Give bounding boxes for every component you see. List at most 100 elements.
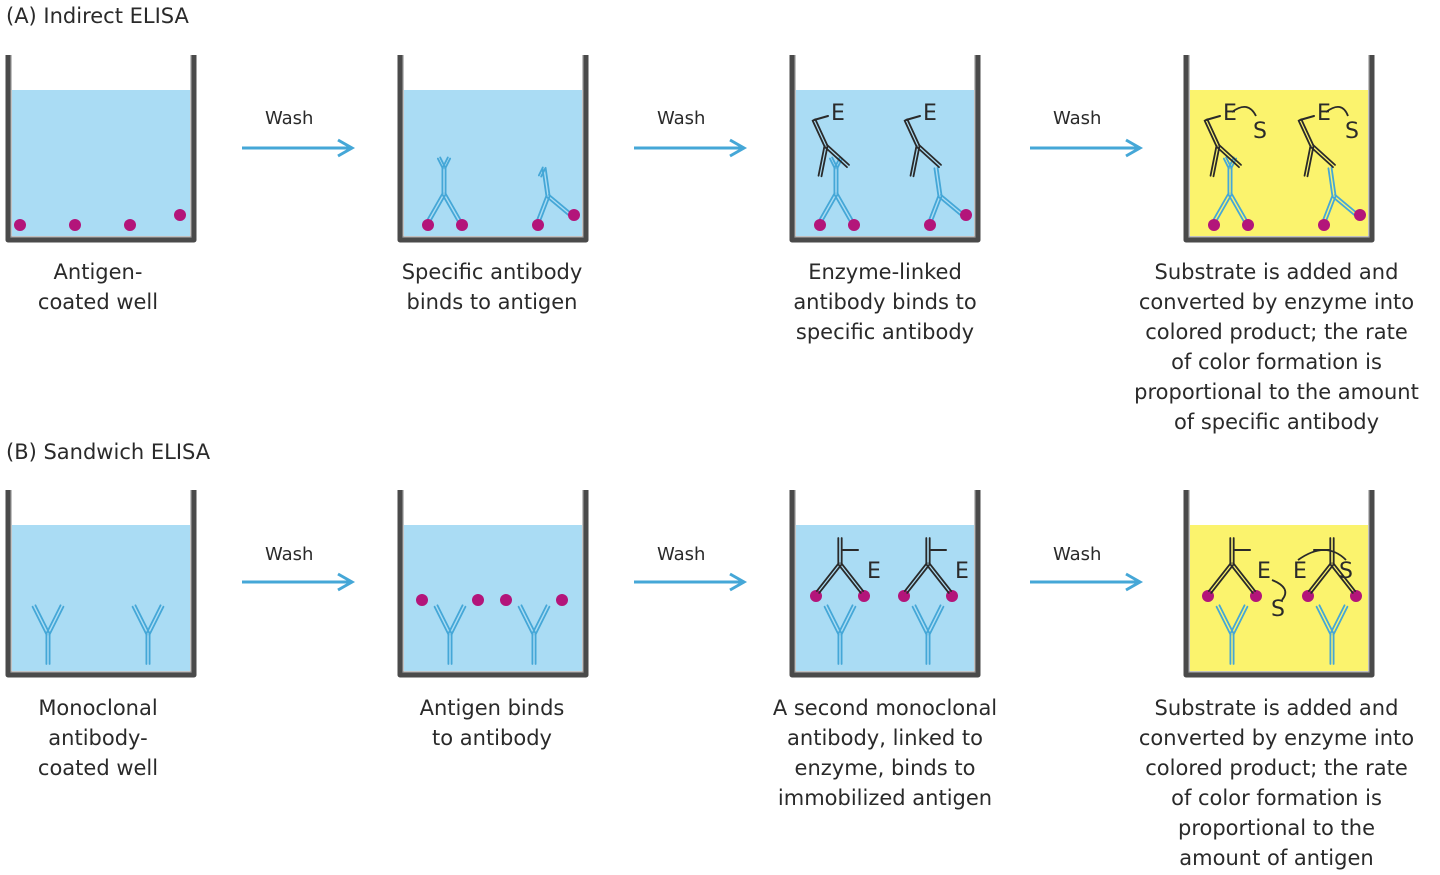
stroke-segment [145, 604, 162, 635]
well-liquid [12, 525, 190, 671]
antigen-dot [14, 219, 26, 231]
well-wall-inner [10, 55, 192, 238]
stroke-segment [1207, 562, 1232, 592]
well-b3 [789, 490, 981, 678]
letter-label: E [867, 559, 881, 584]
letter-label: E [831, 101, 845, 126]
stroke-segment [928, 562, 953, 592]
caption-line: Enzyme-linked [808, 260, 962, 284]
stroke-segment [813, 115, 829, 121]
stroke-segment [837, 564, 862, 594]
caption-line: amount of antigen [1179, 846, 1374, 870]
letter-label: E [1223, 101, 1237, 126]
enzyme-linked-antibody: E [1203, 101, 1242, 178]
caption-line: proportional to the [1178, 816, 1375, 840]
stroke-segment [1232, 562, 1257, 592]
well-wall-outer [5, 490, 197, 678]
stroke-segment [1218, 604, 1235, 635]
letter-label: S [1271, 597, 1285, 622]
stroke-segment [906, 118, 921, 147]
stroke-segment [925, 564, 950, 594]
stroke-segment [548, 193, 574, 216]
well-wall-outer [397, 490, 589, 678]
stroke-segment [837, 604, 854, 635]
wash-arrow-b3 [1030, 572, 1144, 592]
stroke-segment [537, 166, 544, 177]
wash-label-b2: Wash [657, 544, 706, 565]
stroke-segment [1227, 193, 1246, 224]
stroke-segment [1330, 166, 1337, 197]
stroke-segment [428, 193, 447, 224]
enzyme-linked-antibody: E [811, 101, 850, 178]
stroke-segment [1211, 192, 1230, 223]
antigen-dot [416, 594, 428, 606]
antigen-dot [848, 219, 860, 231]
caption-line: Antigen binds [419, 696, 565, 720]
well-a1-contents [14, 209, 186, 231]
stroke-segment [1300, 118, 1315, 147]
stroke-segment [1329, 604, 1346, 635]
stroke-segment [441, 156, 449, 169]
antibody [1321, 166, 1360, 224]
stroke-segment [1315, 605, 1332, 636]
antigen-dot [174, 209, 186, 221]
wash-arrow-a1 [242, 138, 356, 158]
arrow-head [1125, 138, 1144, 158]
stroke-segment [45, 604, 62, 635]
wash-arrow-b2 [634, 572, 748, 592]
stroke-segment [1310, 146, 1334, 169]
stroke-segment [824, 146, 848, 169]
panel-b-title: (B) Sandwich ELISA [6, 440, 211, 464]
caption-line: antibody- [48, 726, 148, 750]
stroke-segment [450, 605, 467, 636]
stroke-segment [820, 145, 829, 178]
caption-line: of specific antibody [1173, 410, 1380, 434]
stroke-segment [1212, 145, 1221, 178]
stroke-segment [938, 196, 964, 219]
arrow-head [1125, 572, 1144, 592]
well-wall-inner [402, 490, 584, 673]
stroke-segment [1303, 144, 1312, 177]
stroke-segment [826, 143, 850, 166]
well-liquid [796, 90, 974, 236]
well-wall-inner [794, 490, 976, 673]
letter-label: E [955, 559, 969, 584]
stroke-segment [828, 157, 836, 170]
stroke-segment [425, 192, 444, 223]
stroke-segment [1229, 564, 1254, 594]
caption-line: Substrate is added and [1154, 696, 1399, 720]
caption-a4: Substrate is added and converted by enzy… [1113, 257, 1440, 437]
letter-label: S [1345, 119, 1359, 144]
caption-line: antibody binds to [793, 290, 977, 314]
stroke-segment [916, 146, 940, 169]
stroke-segment [1230, 192, 1249, 223]
panel-a-title: (A) Indirect ELISA [6, 4, 189, 28]
wash-arrow-a2 [634, 138, 748, 158]
stroke-segment [918, 143, 942, 166]
wash-arrow-b1 [242, 572, 356, 592]
stroke-segment [1232, 605, 1249, 636]
stroke-segment [1310, 564, 1335, 594]
stroke-segment [131, 605, 148, 636]
stroke-segment [840, 605, 857, 636]
stroke-segment [433, 605, 450, 636]
caption-line: enzyme, binds to [794, 756, 976, 780]
stroke-segment [1321, 194, 1334, 223]
stroke-segment [1206, 118, 1221, 147]
arrow-head [729, 572, 748, 592]
stroke-segment [444, 192, 463, 223]
antigen-dot [1242, 219, 1254, 231]
caption-line: of color formation is [1171, 786, 1382, 810]
well-wall-outer [1183, 490, 1375, 678]
well-liquid [404, 525, 582, 671]
antibody [927, 166, 966, 224]
wash-label-a3: Wash [1053, 108, 1102, 129]
antigen-dot [568, 209, 580, 221]
stroke-segment [833, 193, 852, 224]
well-b2 [397, 490, 589, 678]
well-wall-outer [789, 55, 981, 243]
well-wall-inner [1188, 55, 1370, 238]
stroke-segment [1209, 144, 1218, 177]
